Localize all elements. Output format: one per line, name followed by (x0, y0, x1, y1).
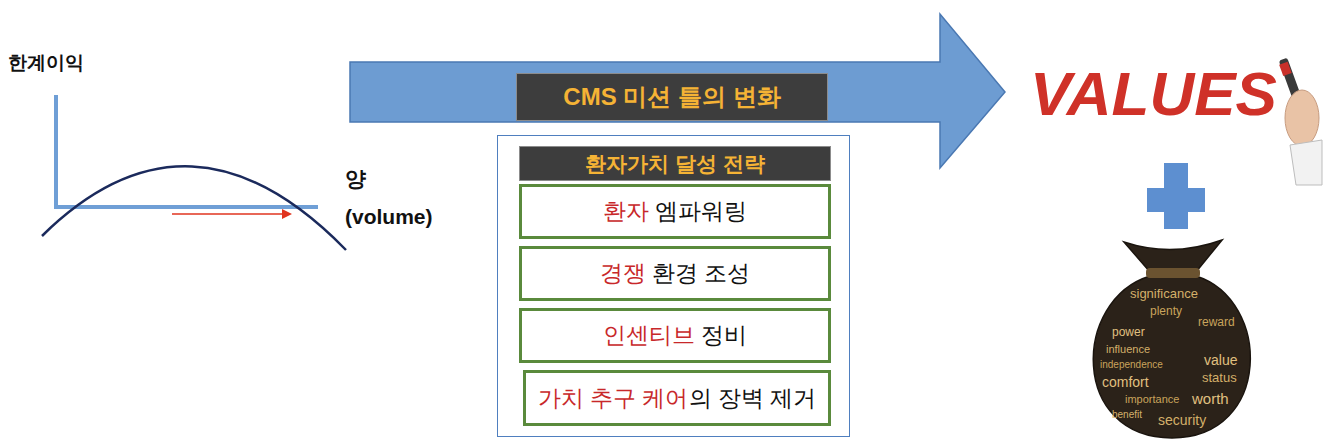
red-arrow-head (282, 209, 292, 219)
box-text: 인센티브정비 (603, 320, 747, 351)
box-word: 엠파워링 (655, 198, 747, 224)
box-word: 환경 조성 (652, 260, 750, 286)
box-word: 정비 (701, 322, 747, 348)
axis-label: 양 (volume) (345, 160, 440, 236)
values-word: VALUES (1030, 58, 1277, 129)
box-word: 의 장벽 제거 (689, 385, 817, 411)
box-text: 경쟁환경 조성 (600, 258, 751, 289)
cloud-word: value (1204, 352, 1237, 368)
cloud-word: comfort (1102, 374, 1149, 390)
cloud-word: influence (1106, 343, 1150, 356)
cloud-word: status (1202, 371, 1237, 386)
cloud-word: significance (1130, 287, 1198, 302)
cloud-word: reward (1198, 316, 1235, 330)
hand-marker (1279, 58, 1322, 185)
key-word: 환자 (603, 198, 649, 224)
profit-curve (42, 166, 346, 250)
bag-body (1093, 276, 1250, 438)
strategy-panel: 환자가치 달성 전략환자엠파워링경쟁환경 조성인센티브정비가치 추구 케어의 장… (497, 135, 850, 437)
shirt-cuff (1290, 140, 1322, 185)
cloud-word: power (1112, 326, 1145, 340)
hand (1285, 90, 1319, 146)
panel-heading: 환자가치 달성 전략 (519, 146, 831, 181)
cloud-word: worth (1192, 390, 1229, 407)
strategy-box: 환자엠파워링 (519, 184, 831, 239)
key-word: 경쟁 (600, 260, 646, 286)
key-word: 인센티브 (603, 322, 695, 348)
cloud-word: security (1158, 412, 1206, 428)
strategy-box: 인센티브정비 (519, 308, 831, 363)
strategy-box: 가치 추구 케어의 장벽 제거 (523, 370, 831, 426)
cloud-word: benefit (1112, 409, 1142, 421)
mission-label: CMS 미션 틀의 변화 (516, 73, 828, 121)
marker-cap (1279, 62, 1292, 76)
bag-top (1124, 240, 1222, 272)
key-word: 가치 추구 케어 (538, 385, 689, 411)
plus-bar-v (1164, 163, 1188, 229)
bag-rope (1146, 268, 1200, 278)
mission-text: CMS 미션 틀의 변화 (563, 81, 780, 113)
box-text: 가치 추구 케어의 장벽 제거 (538, 383, 817, 414)
red-arrow-shaft (172, 213, 284, 215)
cloud-word: importance (1125, 393, 1179, 406)
cloud-word: plenty (1150, 305, 1182, 319)
strategy-box: 경쟁환경 조성 (519, 246, 831, 301)
y-axis (54, 95, 58, 209)
cloud-word: independence (1100, 359, 1163, 371)
money-bag (1093, 240, 1250, 438)
axis-label: 한계이익 (8, 52, 84, 74)
x-axis (54, 205, 318, 209)
box-text: 환자엠파워링 (603, 196, 747, 227)
